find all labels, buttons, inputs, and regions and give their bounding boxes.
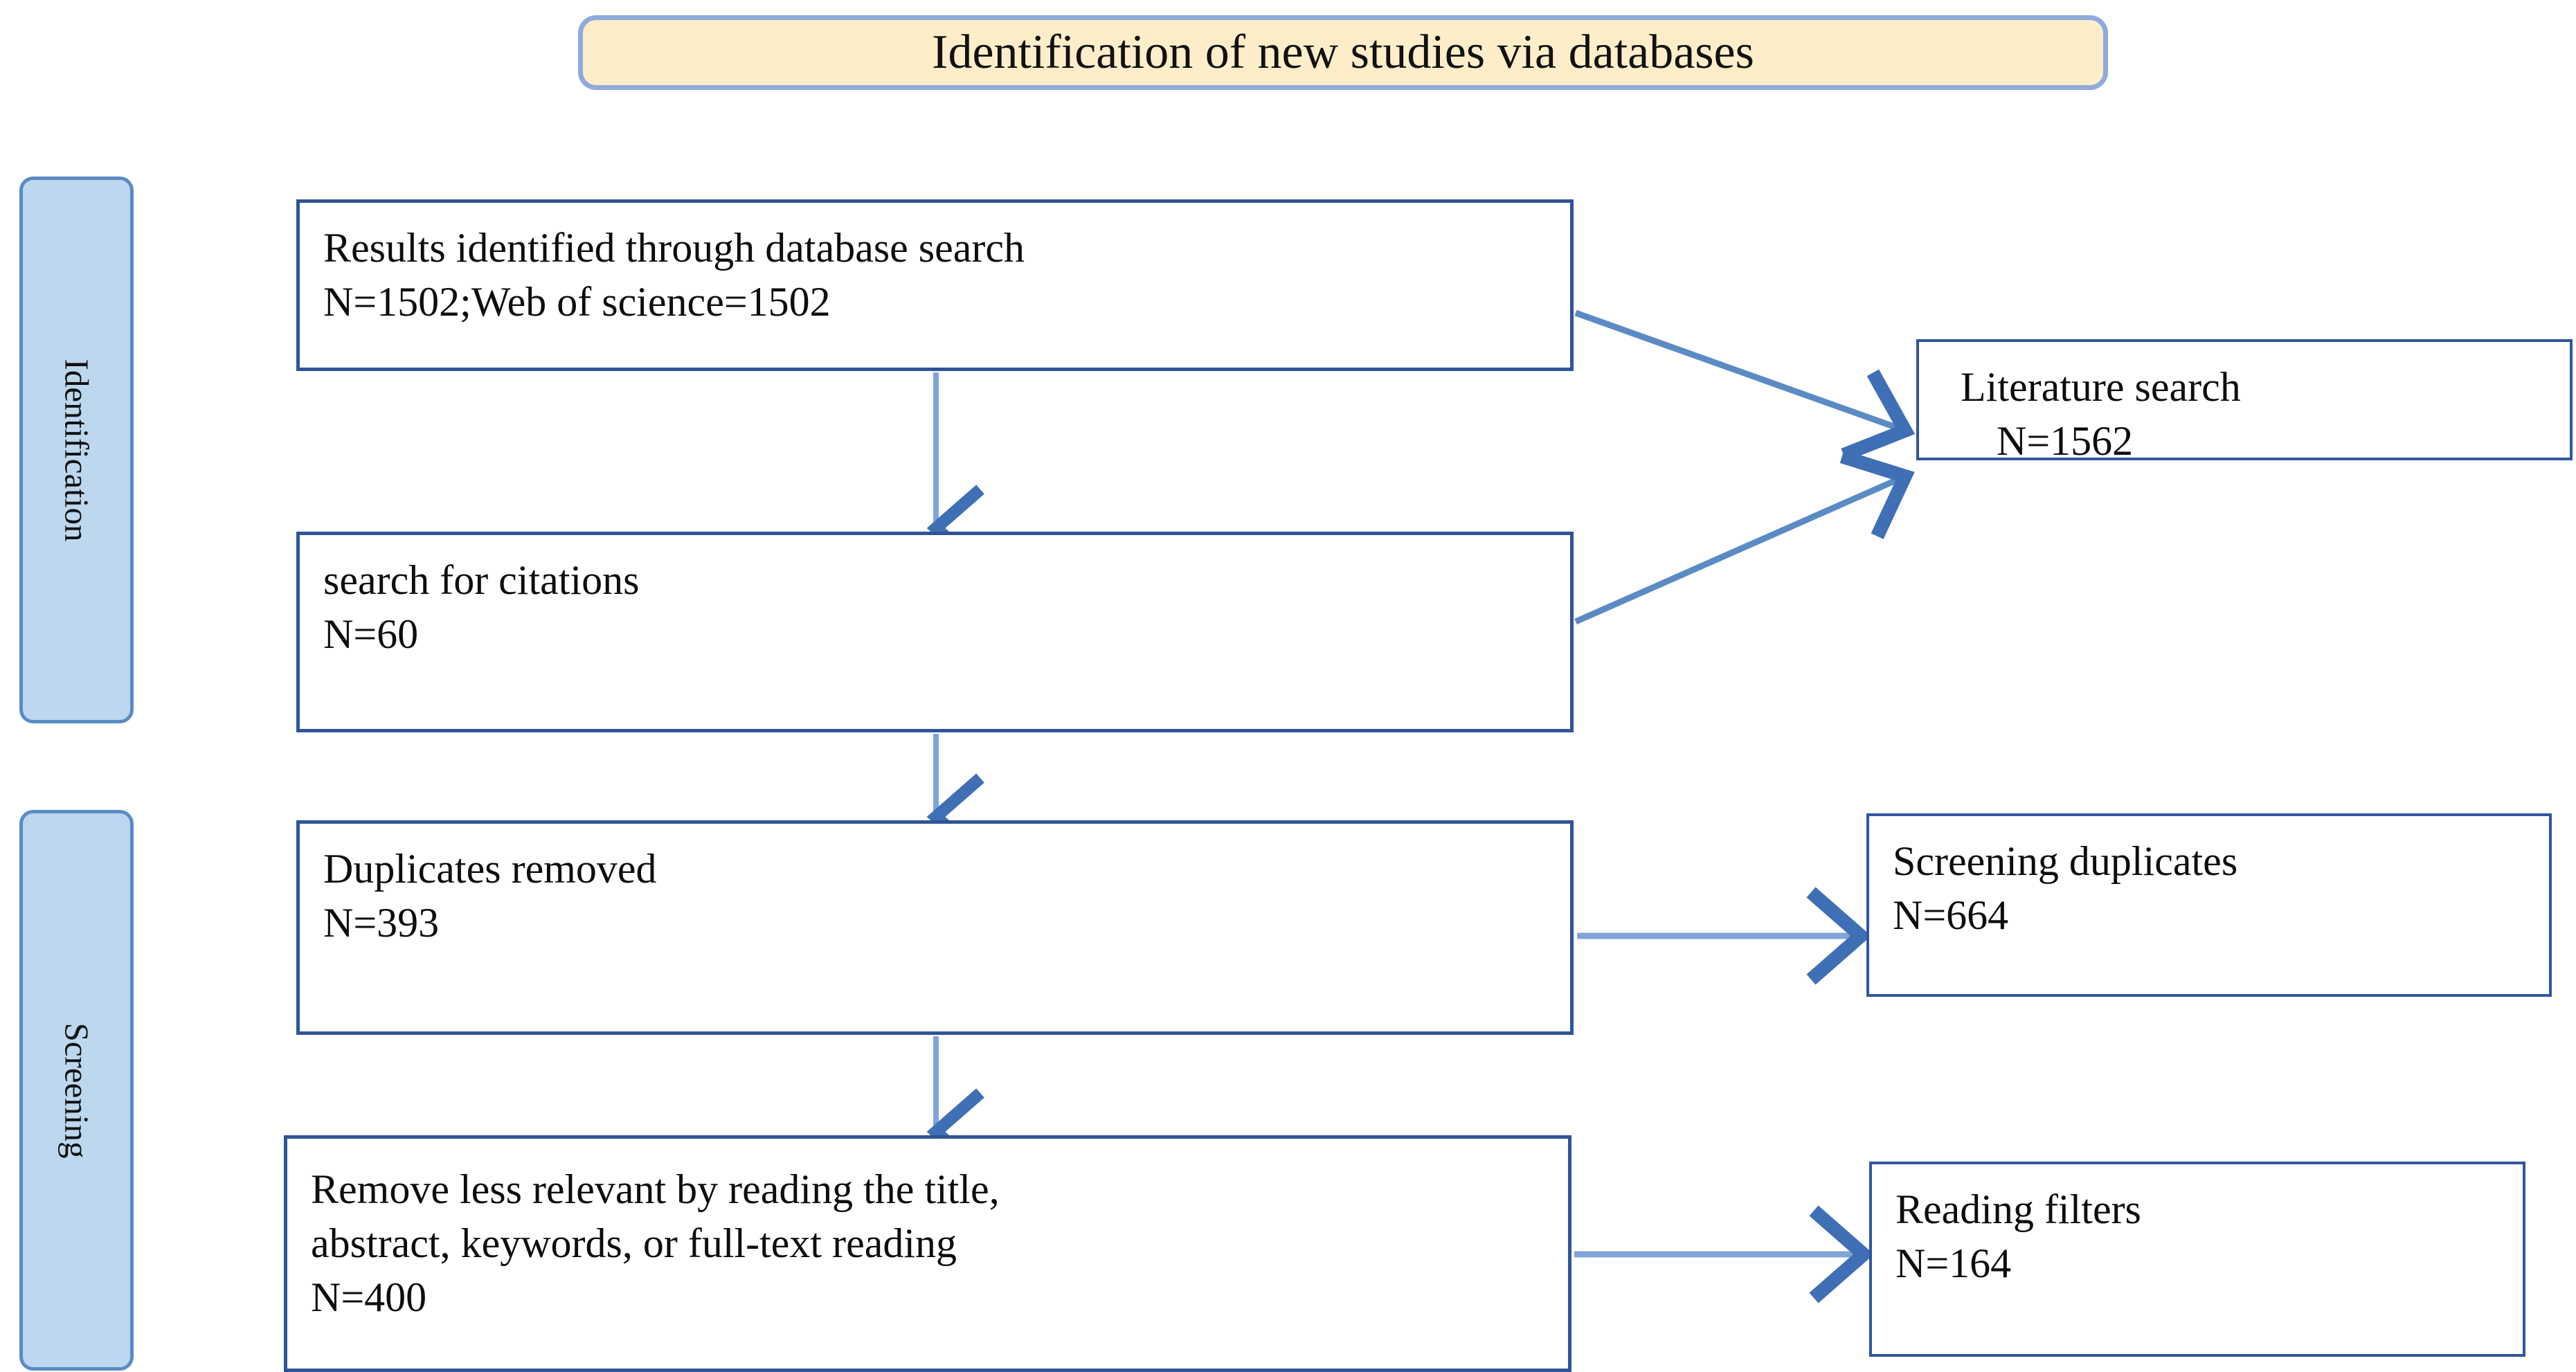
remove-line-3: N=400	[311, 1274, 427, 1320]
citations-line-2: N=60	[323, 611, 419, 657]
results-line-2: N=1502;Web of science=1502	[323, 279, 831, 325]
stage-tab-identification: Identification	[19, 177, 134, 723]
duplicates-line-2: N=393	[323, 900, 440, 946]
reading-filters-line-2: N=164	[1895, 1240, 2012, 1286]
stage-tab-screening: Screening	[19, 810, 134, 1371]
reading-filters-line-1: Reading filters	[1895, 1186, 2141, 1232]
flow-box-remove-less-relevant: Remove less relevant by reading the titl…	[284, 1135, 1571, 1372]
screening-duplicates-line-1: Screening duplicates	[1893, 838, 2238, 884]
diagram-title-banner: Identification of new studies via databa…	[578, 15, 2108, 90]
flow-box-search-for-citations: search for citations N=60	[296, 532, 1574, 732]
flow-box-results-identified: Results identified through database sear…	[296, 199, 1574, 371]
results-line-1: Results identified through database sear…	[323, 225, 1025, 271]
flow-box-duplicates-removed: Duplicates removed N=393	[296, 820, 1574, 1035]
stage-tab-screening-label: Screening	[57, 1022, 96, 1158]
citations-line-1: search for citations	[323, 557, 640, 603]
remove-line-2: abstract, keywords, or full-text reading	[311, 1220, 957, 1266]
arrow-results-to-literature	[1574, 309, 1916, 462]
flow-box-reading-filters: Reading filters N=164	[1869, 1162, 2525, 1357]
flow-box-screening-duplicates: Screening duplicates N=664	[1866, 813, 2552, 997]
diagram-title-text: Identification of new studies via databa…	[932, 26, 1754, 79]
duplicates-line-1: Duplicates removed	[323, 846, 657, 892]
screening-duplicates-line-2: N=664	[1893, 892, 2009, 938]
literature-line-2: N=1562	[1997, 418, 2134, 464]
literature-line-1: Literature search	[1961, 364, 2241, 410]
stage-tab-identification-label: Identification	[57, 359, 96, 541]
remove-line-1: Remove less relevant by reading the titl…	[311, 1166, 1000, 1212]
arrow-citations-to-literature	[1574, 449, 1915, 625]
flow-box-literature-search: Literature search N=1562	[1916, 339, 2573, 464]
